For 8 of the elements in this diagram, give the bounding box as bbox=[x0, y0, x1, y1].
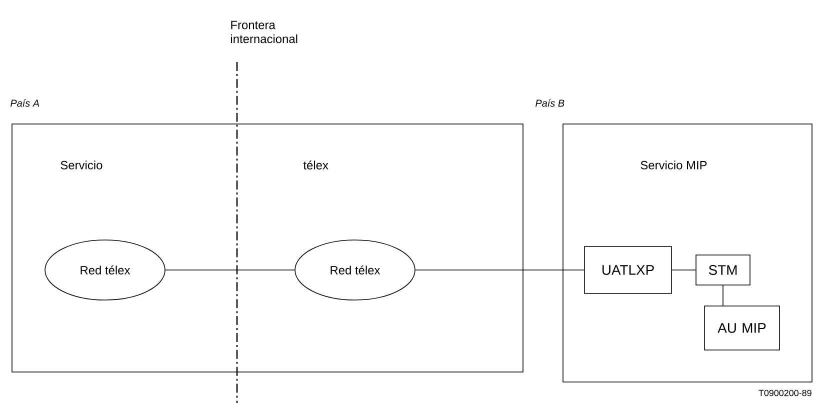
unit-box: AU MIP bbox=[704, 306, 780, 350]
country-label: País A bbox=[10, 99, 39, 107]
code-label: T0900200-89 bbox=[758, 390, 812, 396]
unit-box: UATLXP bbox=[584, 246, 672, 294]
unit-box: STM bbox=[696, 254, 750, 286]
connection-line bbox=[722, 285, 724, 306]
country-label: País B bbox=[536, 99, 564, 107]
boundary-label: Frontera internacional bbox=[231, 20, 298, 44]
